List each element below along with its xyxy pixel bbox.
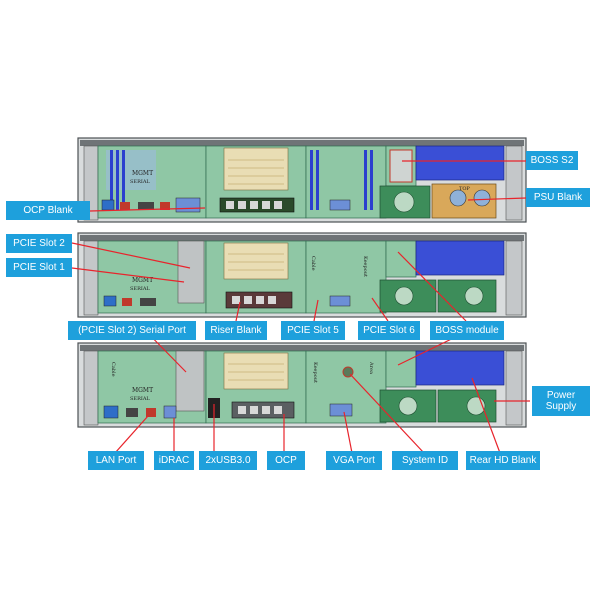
cable-keepout-text: Cable xyxy=(310,256,316,271)
callout-riser-blank: Riser Blank xyxy=(205,321,267,340)
callout-ocp-blank: OCP Blank xyxy=(6,201,90,220)
cable-keepout-text: Area xyxy=(368,361,374,374)
callout-usb: 2xUSB3.0 xyxy=(199,451,257,470)
leader-lines xyxy=(71,160,530,454)
callout-power-supply: Power Supply xyxy=(532,386,590,416)
serial-label: SERIAL xyxy=(130,286,150,292)
chassis-panel-middle: MGMT SERIAL Cable Keepout xyxy=(77,232,527,318)
callout-boss-module: BOSS module xyxy=(430,321,504,340)
callout-vga-port: VGA Port xyxy=(326,451,382,470)
callout-boss-s2: BOSS S2 xyxy=(526,151,578,170)
serial-label: SERIAL xyxy=(130,179,150,185)
callout-pcie-slot-6: PCIE Slot 6 xyxy=(358,321,420,340)
callout-psu-blank: PSU Blank xyxy=(526,188,590,207)
callout-ocp: OCP xyxy=(267,451,305,470)
mgmt-label: MGMT xyxy=(132,277,153,284)
callout-idrac: iDRAC xyxy=(154,451,194,470)
callout-pcie-slot-2-serial-port: (PCIE Slot 2) Serial Port xyxy=(68,321,196,340)
callout-pcie-slot-5: PCIE Slot 5 xyxy=(281,321,345,340)
callout-pcie-slot-2: PCIE Slot 2 xyxy=(6,234,72,253)
chassis-panel-top: MGMT SERIAL TOP xyxy=(77,137,527,223)
callout-pcie-slot-1: PCIE Slot 1 xyxy=(6,258,72,277)
chassis-panel-bottom: Cable MGMT SERIAL Keepout Area xyxy=(77,342,527,428)
callout-system-id: System ID xyxy=(392,451,458,470)
serial-label: SERIAL xyxy=(130,396,150,402)
cable-keepout-text: Keepout xyxy=(362,256,368,277)
callout-lan-port: LAN Port xyxy=(88,451,144,470)
cable-keepout-text: Cable xyxy=(110,362,116,377)
mgmt-label: MGMT xyxy=(132,387,153,394)
cable-keepout-text: Keepout xyxy=(312,362,318,383)
callout-rear-hd-blank: Rear HD Blank xyxy=(466,451,540,470)
psu-top-label: TOP xyxy=(459,186,470,192)
mgmt-label: MGMT xyxy=(132,170,153,177)
